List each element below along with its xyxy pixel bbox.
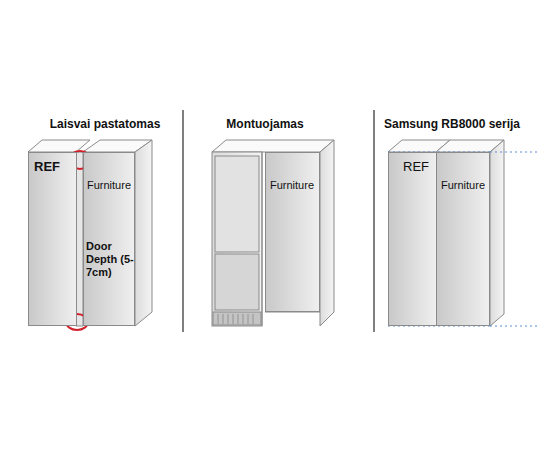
alignment-line: [490, 151, 540, 152]
rb8000-fridge: [388, 140, 504, 326]
panel-title: Montuojamas: [180, 117, 350, 131]
panel-title: Laisvai pastatomas: [20, 117, 190, 131]
built-in-fridge: [212, 140, 334, 326]
box-text: Furniture: [87, 179, 131, 191]
box-text: Furniture: [441, 179, 485, 191]
freestanding-fridge: [28, 140, 152, 326]
grill: [218, 314, 253, 324]
separator: [182, 110, 184, 332]
fridge-box: REF: [28, 152, 77, 326]
box-text: Furniture: [270, 179, 314, 191]
furniture-box: Furniture: [83, 152, 135, 326]
separator: [373, 110, 375, 332]
panel-title: Samsung RB8000 serija: [367, 117, 537, 131]
box-text: REF: [34, 159, 60, 174]
dimension-label: Door Depth (5-7cm): [86, 240, 134, 280]
box-text: REF: [403, 159, 429, 174]
furniture-box: Furniture: [265, 152, 320, 312]
alignment-line: [490, 325, 540, 326]
fridge-box: REF: [388, 152, 437, 326]
furniture-box: Furniture: [436, 152, 490, 326]
